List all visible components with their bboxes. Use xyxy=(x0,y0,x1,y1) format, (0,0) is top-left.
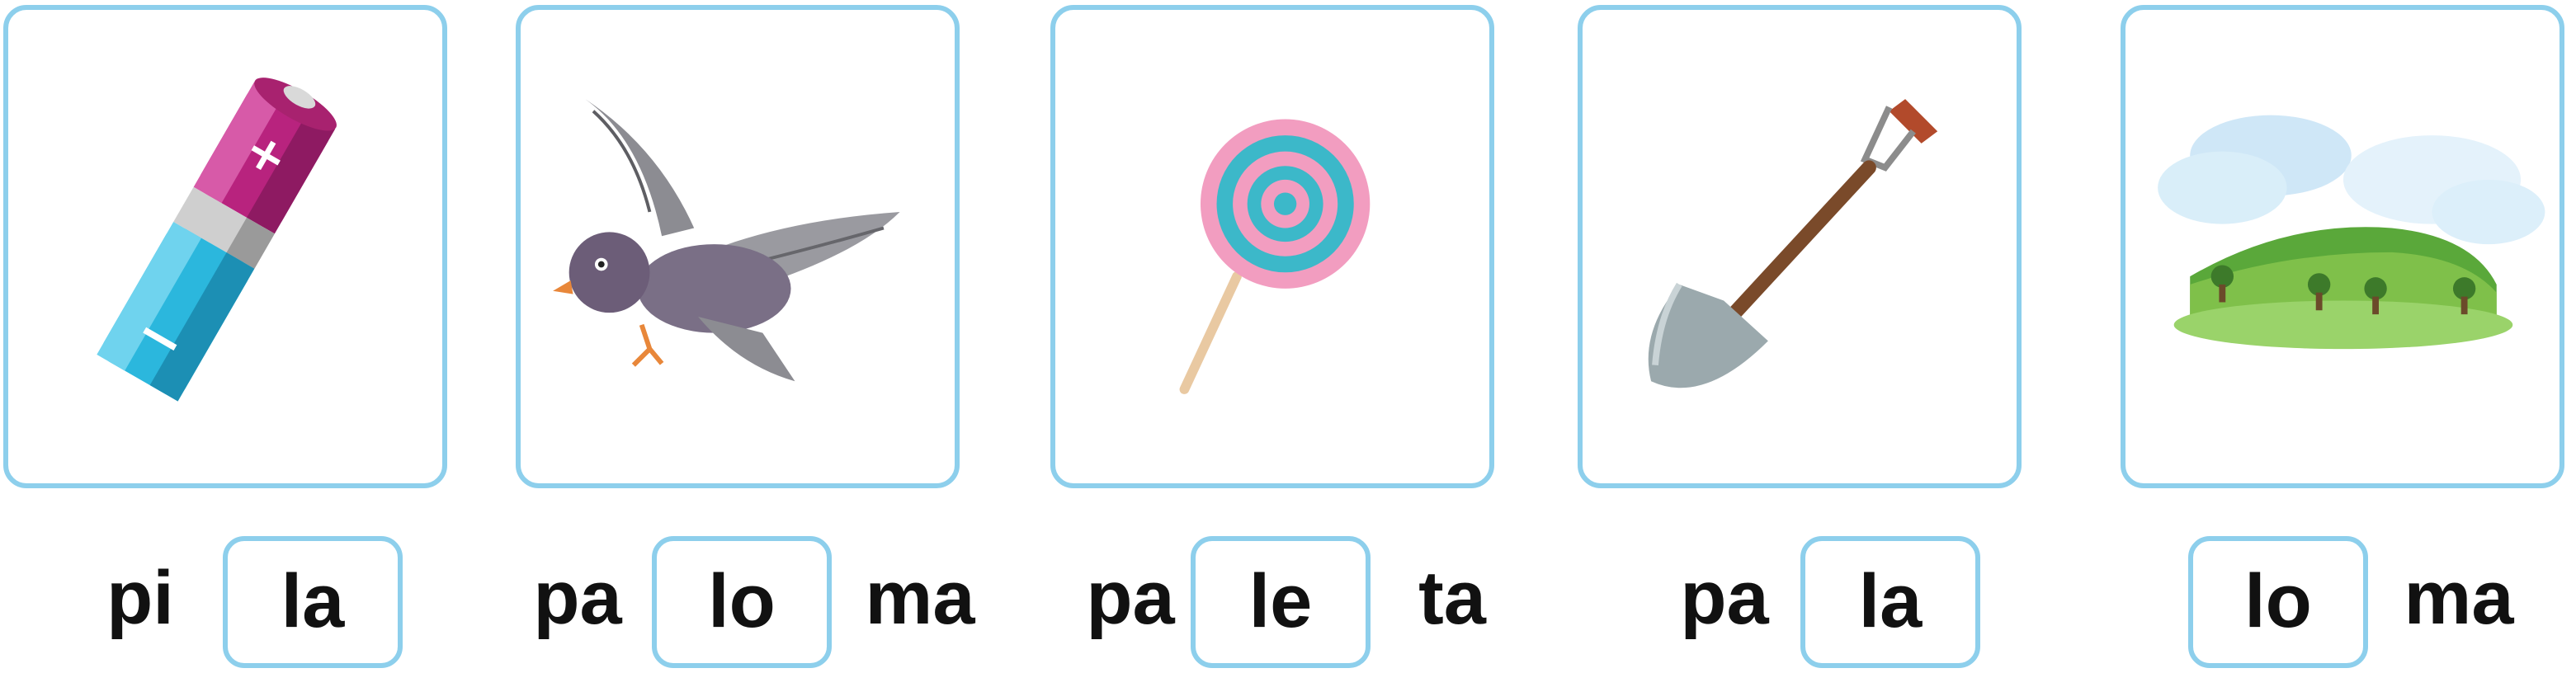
syllable-text: ma xyxy=(865,556,975,640)
picture-card-shovel xyxy=(1578,5,2022,488)
syllable-text: pa xyxy=(1086,556,1175,640)
hill-icon xyxy=(2158,115,2545,350)
syllable-text: ta xyxy=(1418,556,1486,640)
syllable-box[interactable]: le xyxy=(1191,536,1371,668)
syllable-box[interactable]: lo xyxy=(652,536,832,668)
shovel-icon xyxy=(1648,99,1938,388)
syllable-text: pa xyxy=(1680,556,1769,640)
syllable-text: pa xyxy=(533,556,622,640)
syllable-text: pi xyxy=(106,556,174,640)
syllable-box[interactable]: la xyxy=(1800,536,1980,668)
battery-icon: + xyxy=(97,78,337,402)
bird-icon xyxy=(553,99,900,382)
lollipop-icon xyxy=(1179,119,1371,394)
picture-card-battery: + xyxy=(3,5,447,488)
syllable-box[interactable]: la xyxy=(223,536,403,668)
picture-card-bird xyxy=(516,5,960,488)
syllable-text: ma xyxy=(2404,556,2514,640)
syllable-box[interactable]: lo xyxy=(2188,536,2368,668)
picture-card-lollipop xyxy=(1050,5,1494,488)
picture-card-hill xyxy=(2121,5,2564,488)
